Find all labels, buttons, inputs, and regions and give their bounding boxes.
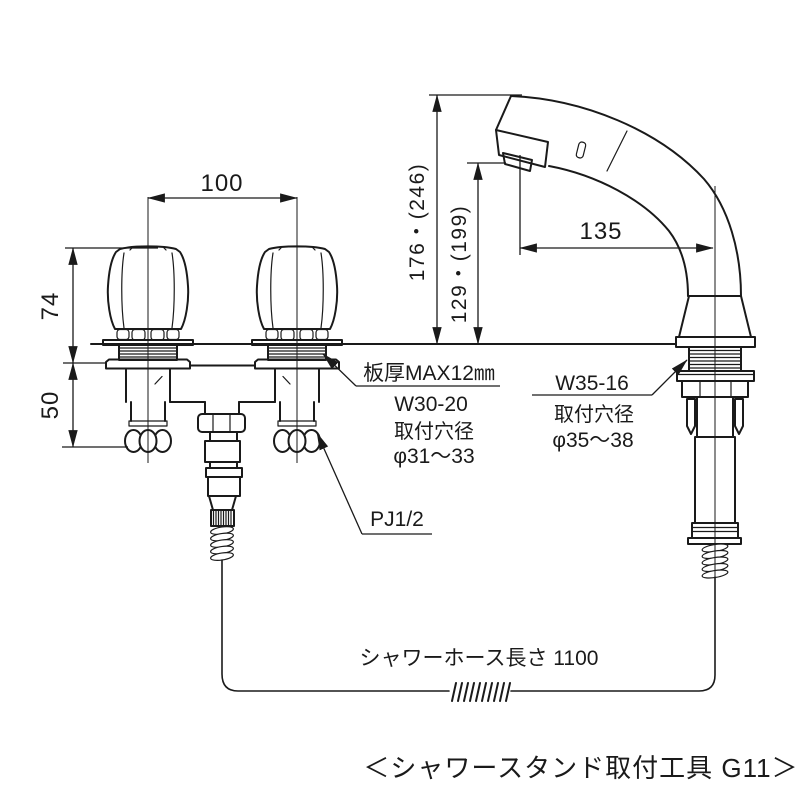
centerlines	[147, 186, 716, 598]
spray-head-joint-line	[606, 130, 628, 172]
spout-outer-curve	[510, 95, 742, 297]
spray-switch-button	[575, 141, 587, 159]
label-faucet-hole-title: 取付穴径	[394, 420, 474, 443]
dim-handle-pitch: 100	[200, 170, 243, 197]
label-counter-thickness: 板厚MAX12㎜	[363, 362, 495, 385]
dim-spout-outlet-height: 129・(199)	[448, 205, 471, 324]
spout-inner-curve	[548, 165, 689, 297]
spray-nozzle	[502, 152, 533, 172]
label-supply-connection: PJ1/2	[370, 508, 424, 531]
dim-spout-reach: 135	[579, 218, 622, 245]
label-spout-thread: W35-16	[555, 372, 629, 395]
label-spout-hole-size: φ35～38	[552, 429, 633, 452]
label-faucet-hole-size: φ31～33	[393, 445, 474, 468]
dim-spout-total-height: 176・(246)	[406, 163, 429, 282]
hose-spring-guard-left	[210, 526, 234, 561]
annotation-labels: 板厚MAX12㎜ W30-20 取付穴径 φ31～33 PJ1/2 W35-16…	[316, 353, 688, 670]
label-hose-length: シャワーホース長さ 1100	[360, 647, 599, 670]
spray-head-face	[495, 129, 549, 168]
dimension-lines: 100 74 50 176・(246) 129・(199) 135	[37, 94, 714, 448]
faucet-body-bridge	[154, 364, 291, 415]
dim-under-counter-depth: 50	[37, 391, 64, 420]
faucet-front-view	[102, 245, 343, 561]
hose-coil-break	[451, 682, 511, 702]
dim-handle-height: 74	[37, 292, 64, 321]
label-faucet-thread: W30-20	[394, 393, 468, 416]
label-spout-hole-title: 取付穴径	[554, 403, 634, 426]
drawing-caption: ＜シャワースタンド取付工具 G11＞	[363, 753, 798, 783]
spray-head-edge	[495, 95, 512, 131]
shower-hose	[221, 559, 716, 702]
center-hose-adapter	[197, 413, 246, 561]
spout-side-view	[495, 95, 756, 579]
